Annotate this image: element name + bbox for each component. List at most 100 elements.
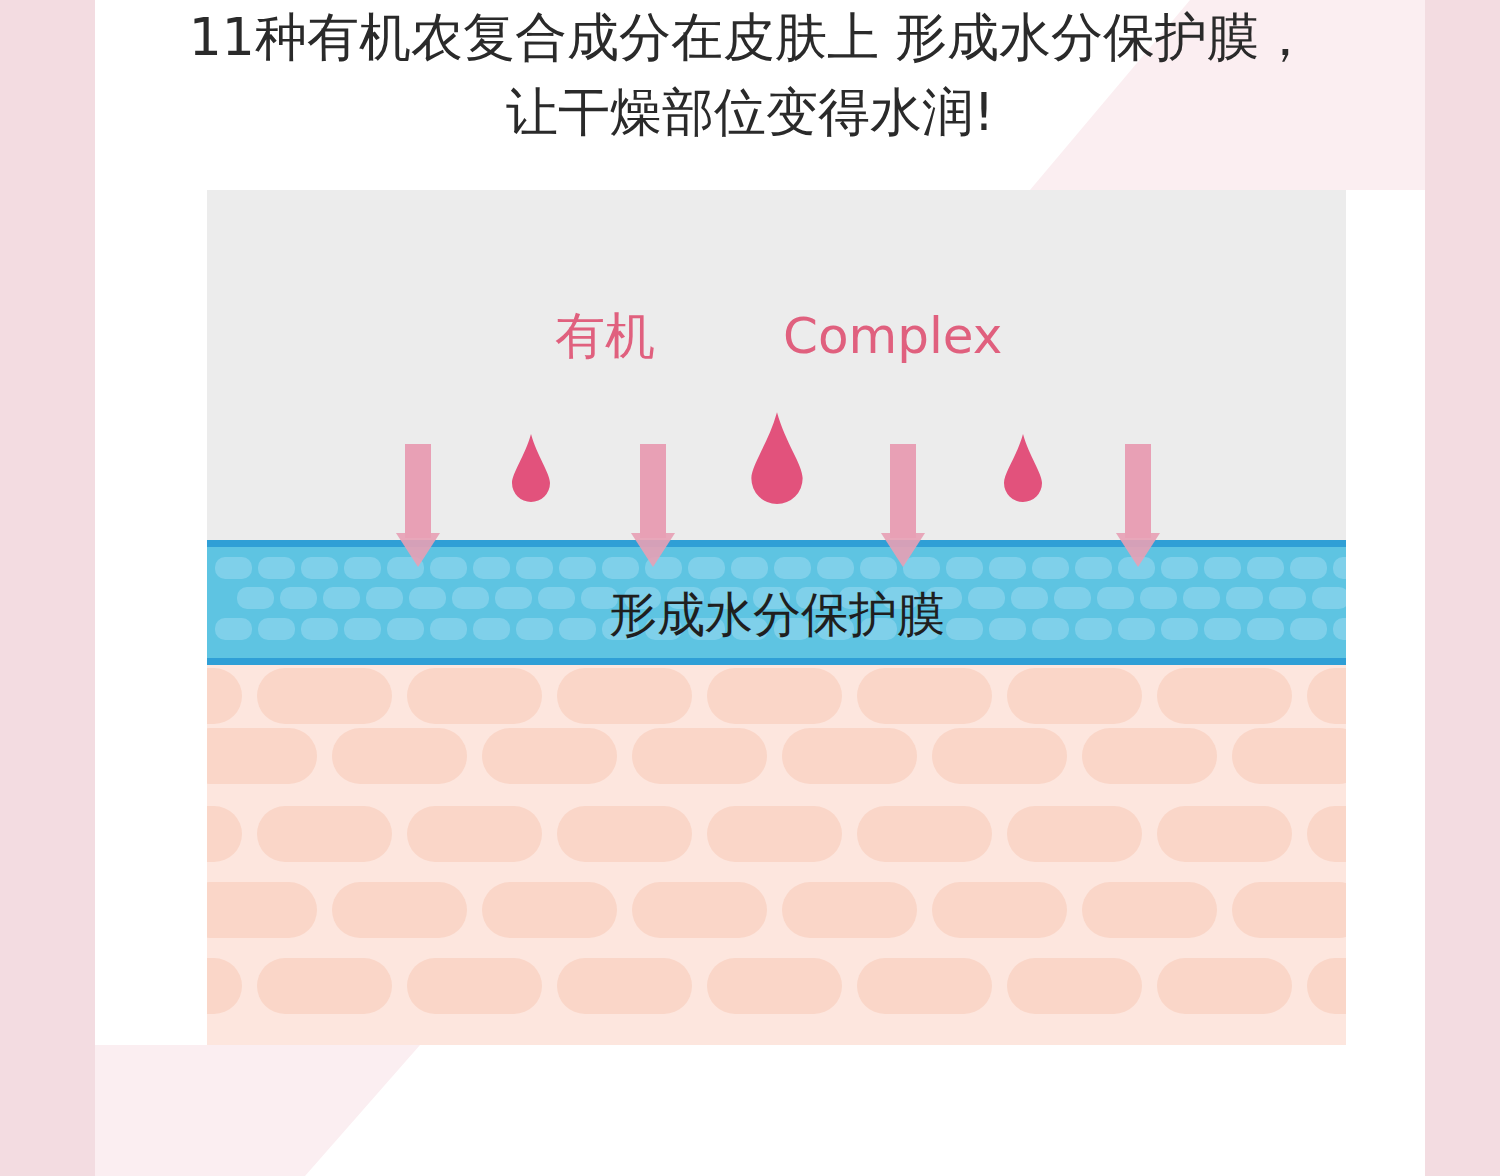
moisture-film-band: 形成水分保护膜 (207, 540, 1346, 665)
arrow-shaft (640, 444, 666, 538)
film-cell (1140, 587, 1177, 609)
side-border (0, 0, 95, 1176)
film-cell (409, 587, 446, 609)
film-cell (989, 618, 1026, 640)
moisture-film (207, 540, 1346, 665)
skin-cell (632, 882, 767, 938)
skin-cell (1232, 882, 1346, 938)
skin-cell (1007, 806, 1142, 862)
skin-cell (332, 882, 467, 938)
film-cell (1204, 557, 1241, 579)
film-cell (946, 557, 983, 579)
arrow-head (631, 533, 675, 567)
film-cell (1161, 618, 1198, 640)
skin-cell (1307, 958, 1346, 1014)
film-cell (1011, 587, 1048, 609)
skin-cell (207, 668, 242, 724)
skin-cell (932, 882, 1067, 938)
film-cell (516, 618, 553, 640)
film-cell (215, 618, 252, 640)
film-cell (1204, 618, 1241, 640)
film-cell (1075, 618, 1112, 640)
film-cell (323, 587, 360, 609)
skin-layer (207, 665, 1346, 1045)
film-cell (1333, 618, 1346, 640)
arrow-shaft (1125, 444, 1151, 538)
skin-cell (932, 728, 1067, 784)
film-cell (495, 587, 532, 609)
film-cell (559, 557, 596, 579)
film-cell (215, 557, 252, 579)
film-cell (473, 557, 510, 579)
film-cell (602, 557, 639, 579)
skin-cell (257, 806, 392, 862)
skin-cell (407, 668, 542, 724)
skin-cell (257, 958, 392, 1014)
film-cell (968, 587, 1005, 609)
film-cell (258, 557, 295, 579)
skin-cell (1007, 668, 1142, 724)
film-cell (1226, 587, 1263, 609)
film-cell (1183, 587, 1220, 609)
arrow-shaft (405, 444, 431, 538)
film-cell (1312, 587, 1346, 609)
arrow-head (881, 533, 925, 567)
film-cell (559, 618, 596, 640)
skin-cell (207, 806, 242, 862)
skin-cell (707, 958, 842, 1014)
film-cell (989, 557, 1026, 579)
skin-cell (557, 806, 692, 862)
film-cell (258, 618, 295, 640)
skin-cell (857, 668, 992, 724)
film-cell (688, 557, 725, 579)
skin-cell (557, 958, 692, 1014)
skin-cell (1007, 958, 1142, 1014)
band-label: 形成水分保护膜 (609, 563, 945, 643)
film-cell (1161, 557, 1198, 579)
film-cell (946, 618, 983, 640)
arrow-shaft (890, 444, 916, 538)
ingredient-label: 有机 (555, 306, 655, 366)
film-cell (1290, 557, 1327, 579)
film-cell (903, 557, 940, 579)
film-cell (430, 618, 467, 640)
skin-cell (1157, 806, 1292, 862)
skin-cell (1157, 668, 1292, 724)
film-cell (516, 557, 553, 579)
film-cell (387, 618, 424, 640)
film-cell (774, 557, 811, 579)
film-cell (538, 587, 575, 609)
arrow-head (1116, 533, 1160, 567)
skin-cell (707, 668, 842, 724)
film-cell (1054, 587, 1091, 609)
film-cell (1333, 557, 1346, 579)
film-cell (1269, 587, 1306, 609)
film-edge (207, 658, 1346, 665)
film-cell (731, 557, 768, 579)
skin-cell (857, 806, 992, 862)
film-cell (1075, 557, 1112, 579)
film-cell (1247, 618, 1284, 640)
skin-cell (482, 728, 617, 784)
skin-cell (207, 882, 317, 938)
film-cell (301, 557, 338, 579)
skin-cells (207, 668, 1346, 1014)
film-cell (344, 618, 381, 640)
skin-cell (782, 728, 917, 784)
skin-cell (707, 806, 842, 862)
skin-cell (1307, 806, 1346, 862)
skin-cell (332, 728, 467, 784)
skin-cell (1082, 882, 1217, 938)
film-cell (1032, 618, 1069, 640)
air-region (207, 190, 1346, 545)
film-cell (452, 587, 489, 609)
film-cell (280, 587, 317, 609)
skin-cell (632, 728, 767, 784)
skin-cell (557, 668, 692, 724)
film-cell (430, 557, 467, 579)
skin-cell (1157, 958, 1292, 1014)
arrow-head (396, 533, 440, 567)
film-cell (344, 557, 381, 579)
ingredient-label: Complex (783, 306, 1002, 366)
film-cell (860, 557, 897, 579)
